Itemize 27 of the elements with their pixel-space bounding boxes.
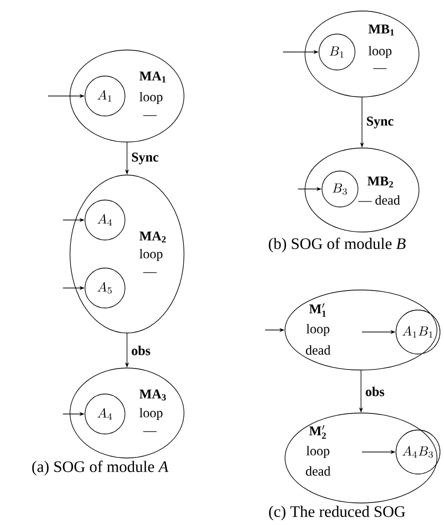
state-label: loop [368, 46, 392, 58]
state-label: $\mathbf{MB_2}$ [368, 176, 393, 188]
state-label: dead [306, 345, 330, 355]
caption: (a) SOG of module A [32, 460, 168, 476]
state-label: $\mathbf{MA_2}$ [140, 232, 166, 242]
state-label: loop [140, 92, 162, 104]
state-label: $\mathbf{M'_2}$ [309, 425, 326, 439]
state-label: — [373, 68, 387, 69]
edge-label: Sync [366, 116, 394, 128]
caption: (b) SOG of module B [268, 238, 406, 252]
edge-label: Sync [132, 152, 158, 164]
state-label: loop [140, 248, 162, 262]
state-label: — [143, 115, 157, 116]
state-label: — [143, 272, 157, 273]
state-label: — [143, 431, 157, 432]
edge-label: obs [132, 346, 150, 356]
caption: (c) The reduced SOG [269, 506, 406, 520]
state-label: $\mathbf{MB_1}$ [368, 24, 394, 36]
state-label: — dead [358, 195, 400, 205]
state-label: $\mathbf{MA_3}$ [140, 390, 166, 400]
state-label: dead [306, 466, 330, 476]
state-label: $\mathbf{MA_1}$ [140, 72, 166, 82]
edge-label: obs [366, 386, 384, 396]
state-label: loop [306, 446, 330, 458]
state-label: $\mathbf{M'_1}$ [309, 303, 326, 317]
state-label: loop [306, 324, 330, 336]
state-label: loop [140, 408, 162, 420]
